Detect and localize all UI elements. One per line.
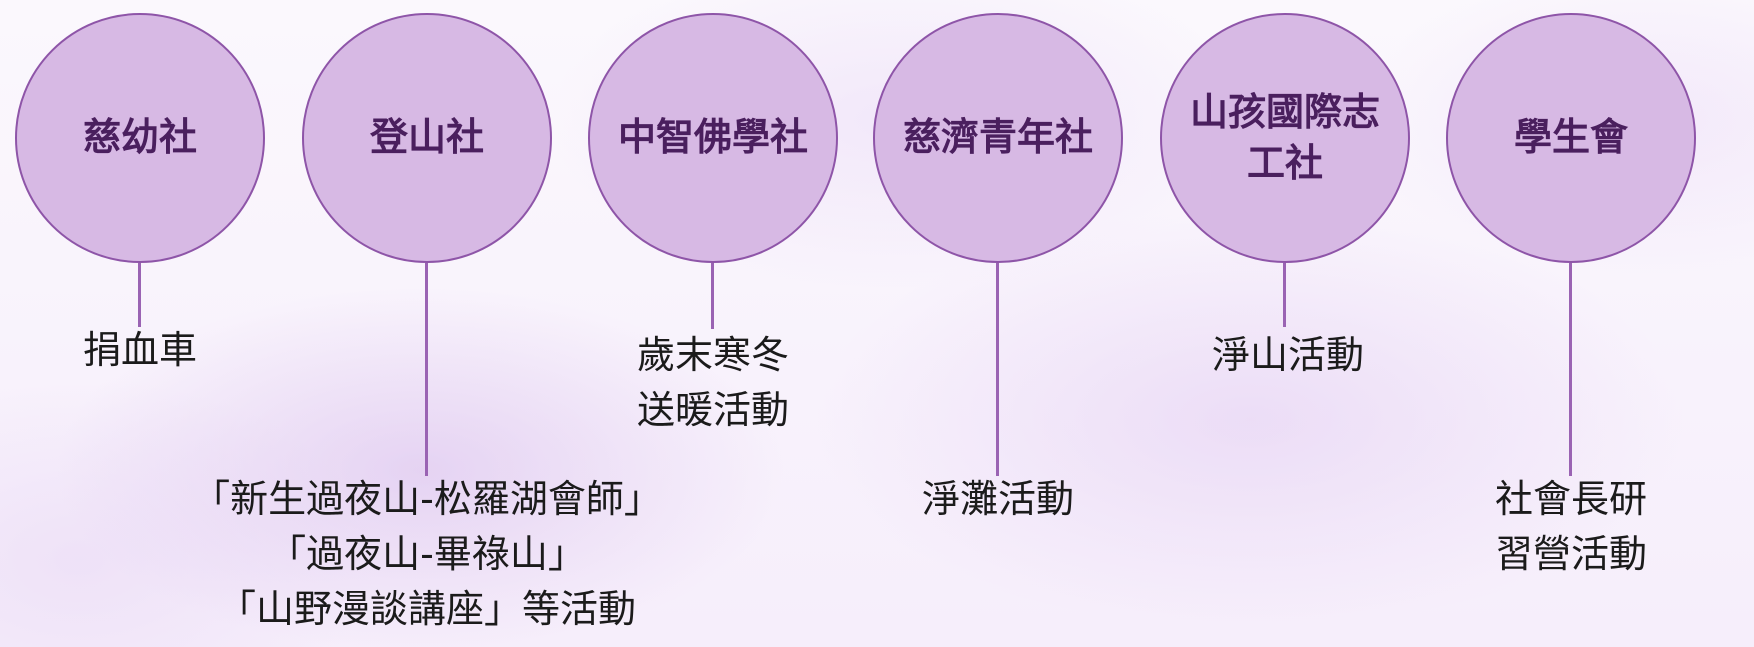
club-name: 學生會	[1513, 115, 1628, 160]
club-node-mountain-kids: 山孩國際志 工社	[1160, 13, 1410, 263]
club-name: 中智佛學社	[617, 115, 808, 160]
club-name: 山孩國際志 工社	[1189, 89, 1380, 185]
activity-label: 社會長研習營活動	[1494, 477, 1647, 576]
club-name: 登山社	[369, 115, 484, 160]
club-node-mountaineering: 登山社	[302, 13, 552, 263]
activity-label: 淨灘活動	[921, 477, 1075, 521]
connector-line	[1569, 263, 1572, 476]
activity-label: 捐血車	[82, 328, 198, 372]
activity-label: 歲末寒冬 送暖活動	[636, 333, 790, 432]
club-node-buddhist: 中智佛學社	[588, 13, 838, 263]
club-node-ciyou: 慈幼社	[15, 13, 265, 263]
connector-line	[1283, 263, 1286, 327]
connector-line	[996, 263, 999, 476]
club-node-student-council: 學生會	[1446, 13, 1696, 263]
club-name: 慈濟青年社	[902, 115, 1093, 160]
activity-label: 「新生過夜山-松羅湖會師」 「過夜山-畢祿山」 「山野漫談講座」等活動	[192, 477, 662, 631]
connector-line	[138, 263, 141, 327]
club-node-tzuchi-youth: 慈濟青年社	[873, 13, 1123, 263]
activity-label: 淨山活動	[1211, 333, 1365, 377]
connector-line	[425, 263, 428, 476]
club-name: 慈幼社	[82, 115, 197, 160]
connector-line	[711, 263, 714, 329]
